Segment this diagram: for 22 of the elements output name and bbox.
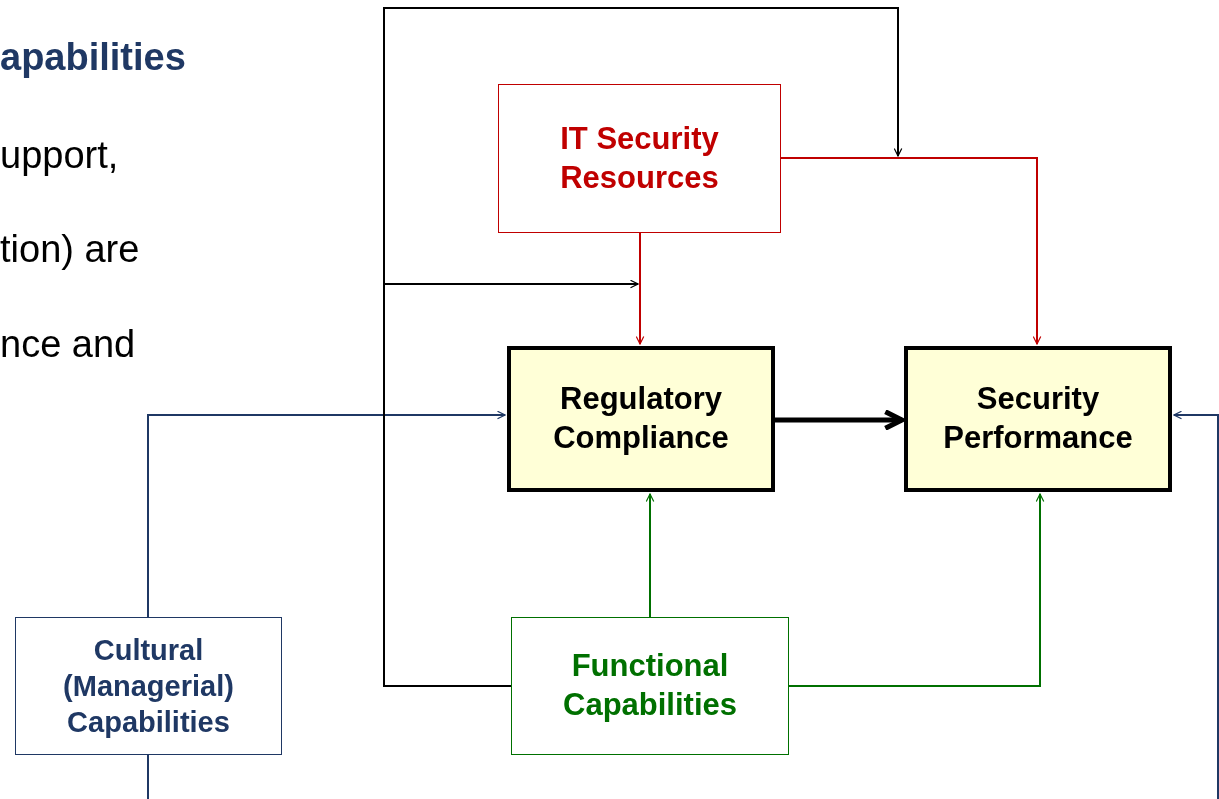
node-label: IT Security Resources xyxy=(559,119,720,197)
resource-box xyxy=(498,84,781,233)
heading-text: apabilities xyxy=(0,38,186,76)
node-label: Cultural (Managerial) Capabilities xyxy=(62,632,235,741)
capability-box xyxy=(511,617,789,755)
arrow xyxy=(780,157,1042,345)
node-label: Regulatory Compliance xyxy=(552,380,730,457)
arrow xyxy=(788,493,1045,687)
body-text: nce and xyxy=(0,325,136,363)
arrow xyxy=(645,493,655,618)
arrow xyxy=(147,410,1219,799)
outcome-box xyxy=(507,346,775,492)
arrow xyxy=(775,409,905,431)
body-text: upport, xyxy=(0,136,119,174)
outcome-box xyxy=(904,346,1172,492)
arrow xyxy=(383,279,639,687)
arrow xyxy=(635,232,645,345)
body-text: tion) are xyxy=(0,230,140,268)
capability-box xyxy=(15,617,282,755)
arrow xyxy=(147,410,506,618)
node-label: Functional Capabilities xyxy=(562,647,738,724)
node-label: Security Performance xyxy=(942,380,1134,457)
